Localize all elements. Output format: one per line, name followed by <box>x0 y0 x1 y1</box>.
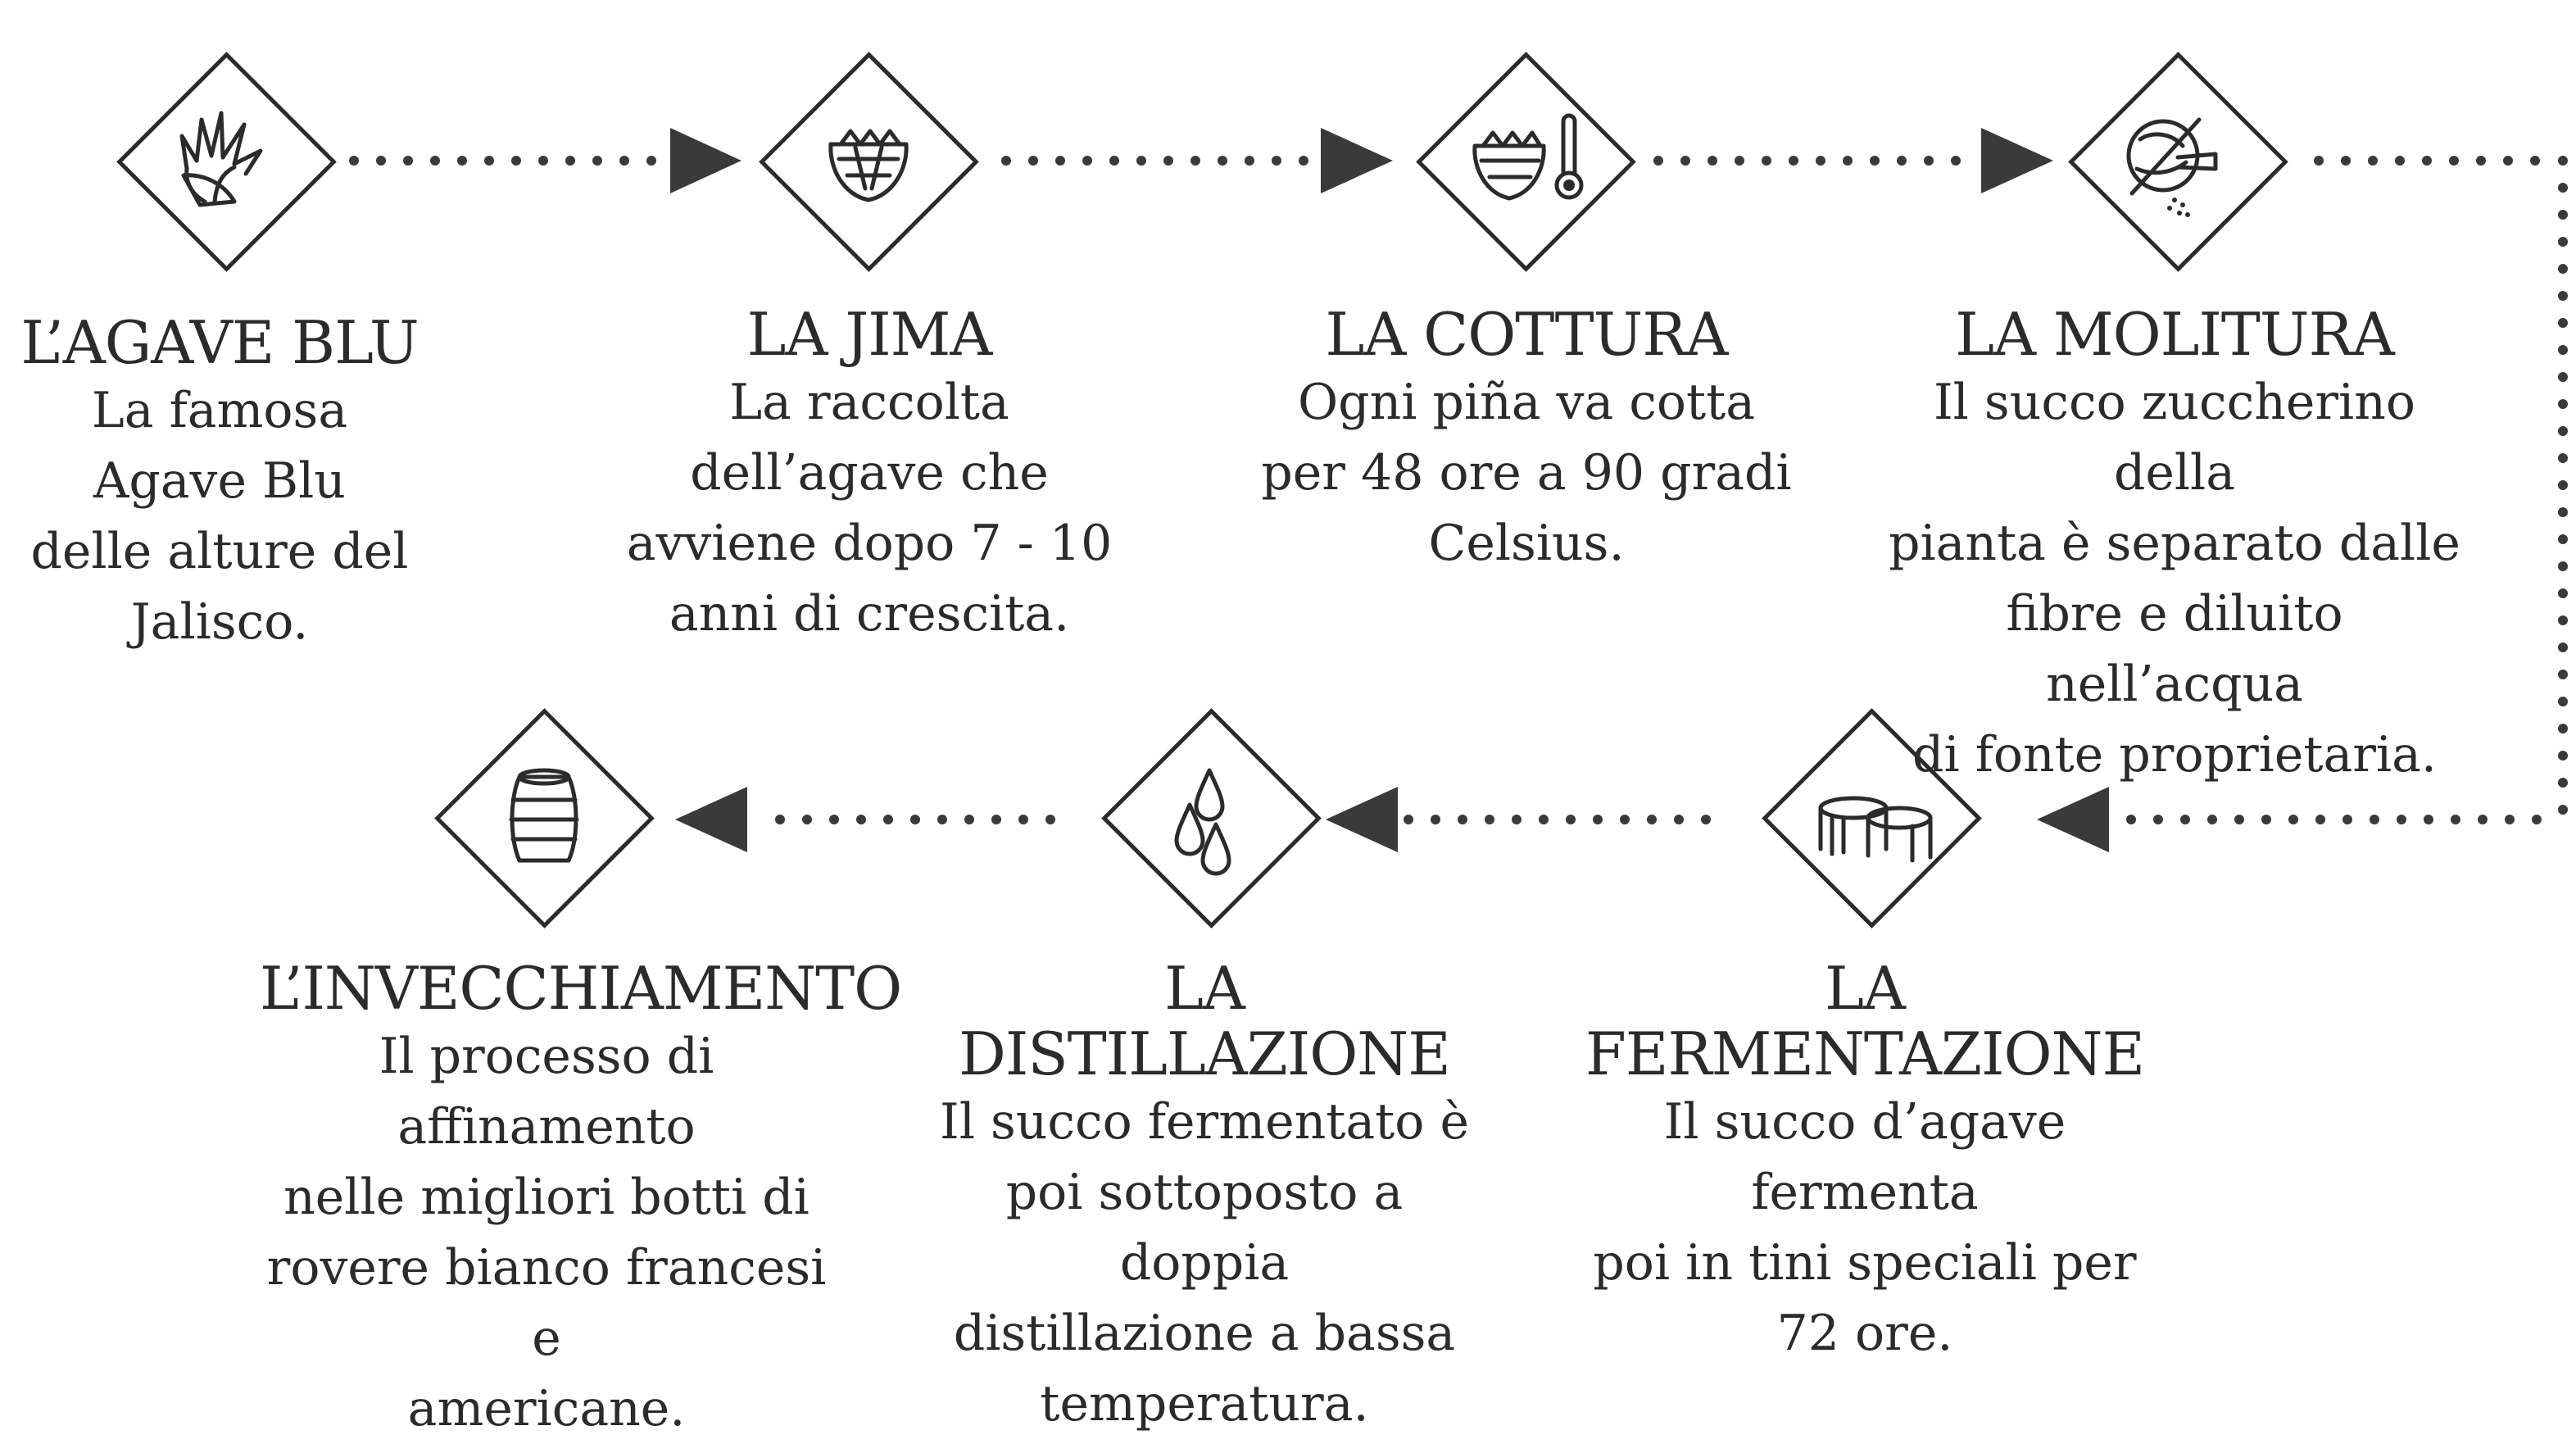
step-title: LA JIMA <box>746 300 993 369</box>
step-description: La raccolta dell’agave che avviene dopo … <box>626 374 1113 643</box>
barrel-icon <box>509 768 579 863</box>
step-agave-blu: L’AGAVE BLU La famosa Agave Blu delle al… <box>0 310 506 657</box>
process-diagram <box>116 52 2568 929</box>
step-distillazione-node <box>1101 708 1322 929</box>
droplets-icon <box>1174 768 1231 876</box>
step-cottura-node <box>1416 52 1636 272</box>
mill-icon <box>2126 117 2218 217</box>
pina-thermometer-icon <box>1472 113 1584 201</box>
step-distillazione: LA DISTILLAZIONE Il succo fermentato è p… <box>918 956 1491 1439</box>
step-invecchiamento: L’INVECCHIAMENTO Il processo di affiname… <box>260 954 902 1444</box>
step-invecchiamento-node <box>434 708 655 929</box>
step-title: LA COTTURA <box>1325 300 1728 369</box>
connector-distillazione-invecchiamento <box>675 787 1055 852</box>
step-title: L’INVECCHIAMENTO <box>260 954 902 1023</box>
connector-agave-jima <box>349 128 742 193</box>
step-description: Il succo d’agave fermenta poi in tini sp… <box>1593 1093 2137 1362</box>
step-description: Il succo zuccherino della pianta è separ… <box>1889 374 2460 783</box>
agave-plant-icon <box>179 111 263 207</box>
connector-fermentazione-distillazione <box>1326 787 1711 852</box>
vats-icon <box>1818 796 1933 863</box>
step-title: LA MOLITURA <box>1955 300 2395 369</box>
agave-pina-icon <box>828 129 909 202</box>
step-cottura: LA COTTURA Ogni piña va cotta per 48 ore… <box>1240 302 1813 579</box>
connector-molitura-fermentazione <box>2037 156 2568 852</box>
step-description: Il succo fermentato è poi sottoposto a d… <box>940 1093 1469 1433</box>
step-description: Il processo di affinamento nelle miglior… <box>266 1028 827 1437</box>
step-jima: LA JIMA La raccolta dell’agave che avvie… <box>583 302 1156 649</box>
step-fermentazione-node <box>1762 708 1982 929</box>
step-molitura: LA MOLITURA Il succo zuccherino della pi… <box>1888 302 2461 790</box>
step-agave-blu-node <box>116 52 337 272</box>
step-title: LA FERMENTAZIONE <box>1585 954 2145 1088</box>
step-description: Ogni piña va cotta per 48 ore a 90 gradi… <box>1261 374 1792 572</box>
step-molitura-node <box>2068 52 2288 272</box>
step-description: La famosa Agave Blu delle alture del Jal… <box>30 382 409 651</box>
connector-cottura-molitura <box>1653 128 2053 193</box>
connector-jima-cottura <box>1001 128 1393 193</box>
step-title: LA DISTILLAZIONE <box>959 954 1451 1088</box>
step-jima-node <box>759 52 979 272</box>
step-title: L’AGAVE BLU <box>20 308 419 377</box>
step-fermentazione: LA FERMENTAZIONE Il succo d’agave fermen… <box>1578 956 2152 1369</box>
